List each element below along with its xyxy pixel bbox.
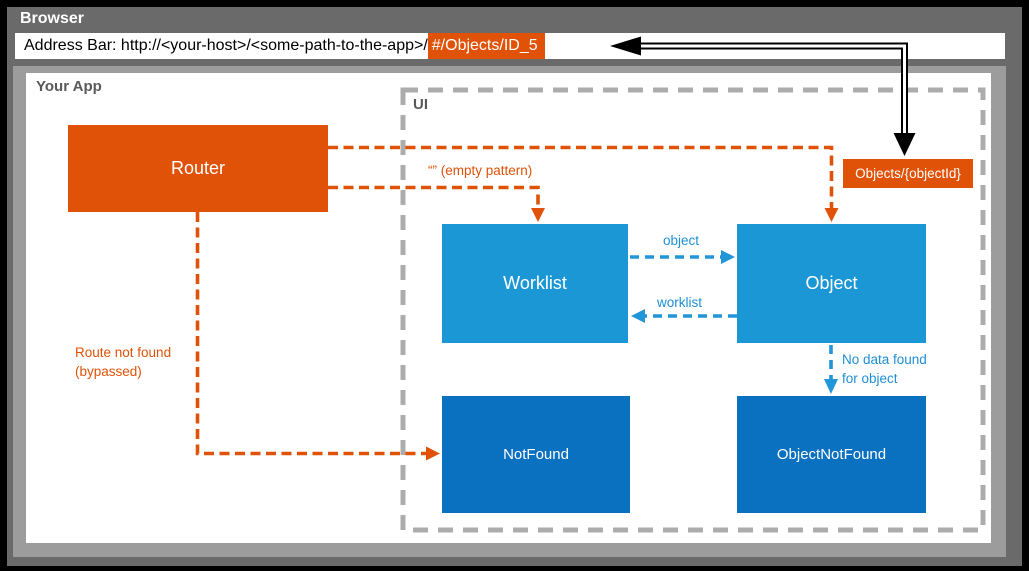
worklist-arrow-label: worklist bbox=[657, 295, 703, 310]
objectnotfound-node: ObjectNotFound bbox=[737, 396, 926, 513]
no-data-found-label: No data found for object bbox=[842, 350, 927, 388]
no-data-found-line2: for object bbox=[842, 371, 898, 386]
route-not-found-label: Route not found (bypassed) bbox=[75, 343, 171, 381]
browser-title: Browser bbox=[20, 10, 85, 27]
empty-pattern-label: “” (empty pattern) bbox=[428, 163, 533, 178]
route-not-found-line2: (bypassed) bbox=[75, 364, 142, 379]
your-app-label: Your App bbox=[36, 78, 102, 95]
router-node: Router bbox=[68, 125, 328, 212]
object-node: Object bbox=[737, 224, 926, 343]
route-pattern-badge: Objects/{objectId} bbox=[843, 159, 973, 188]
worklist-node: Worklist bbox=[442, 224, 628, 343]
notfound-node: NotFound bbox=[442, 396, 630, 513]
no-data-found-line1: No data found bbox=[842, 352, 927, 367]
address-bar-text: Address Bar: http://<your-host>/<some-pa… bbox=[24, 37, 428, 54]
address-bar: Address Bar: http://<your-host>/<some-pa… bbox=[15, 33, 1005, 59]
address-hash-highlight: #/Objects/ID_5 bbox=[427, 33, 545, 59]
object-arrow-label: object bbox=[663, 233, 700, 248]
route-not-found-line1: Route not found bbox=[75, 345, 172, 360]
ui-label: UI bbox=[413, 96, 428, 113]
